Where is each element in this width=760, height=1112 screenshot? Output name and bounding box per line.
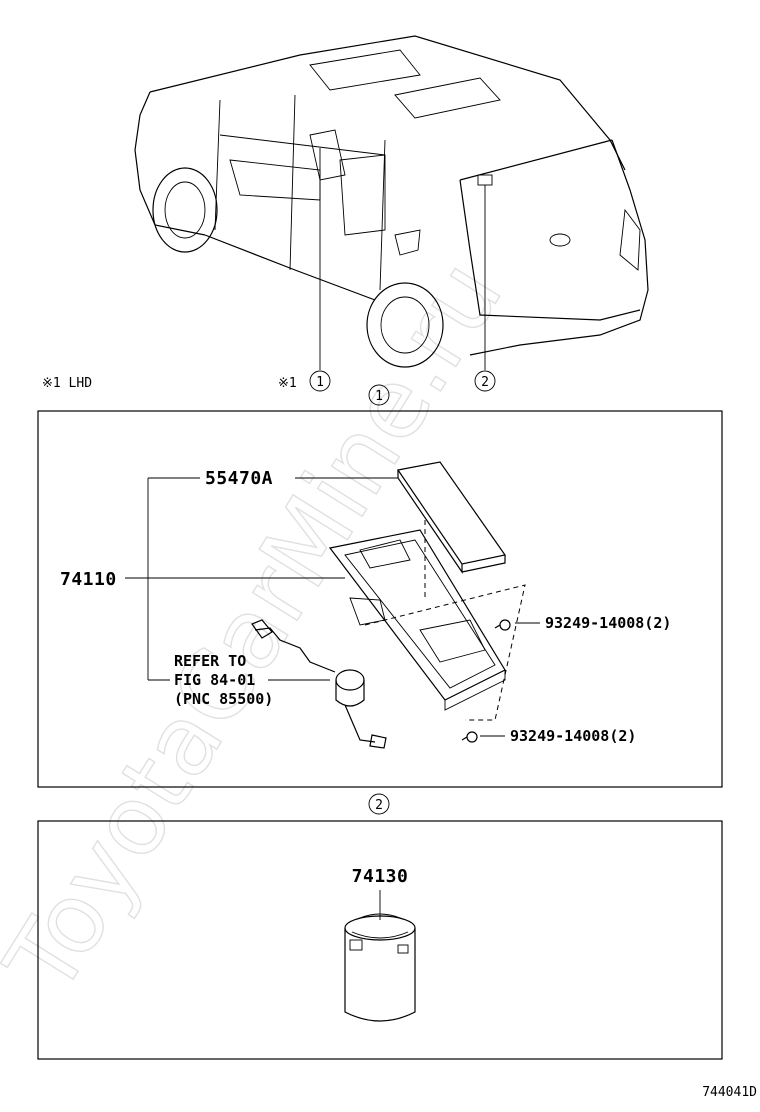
note-lhd: ※1 LHD: [42, 376, 92, 391]
part-55470A-label: 55470A: [205, 468, 273, 489]
callout-circle-1: [309, 370, 331, 392]
box-inner: [344, 539, 496, 689]
b-pillar: [289, 94, 296, 271]
rear-emblem: [549, 233, 571, 247]
screw-lower-shank: [461, 736, 468, 741]
tailgate: [459, 179, 641, 321]
part-74130-label: 74130: [352, 866, 409, 887]
watermark: ToyotaCarMine.ru: [0, 242, 524, 1013]
callout-circle-1-label: 1: [316, 375, 324, 390]
harness-wire: [254, 627, 336, 673]
roof-line: [149, 35, 626, 171]
wire-harness: [251, 619, 387, 749]
alignment-dashes: [364, 584, 526, 721]
section1-circle: [368, 384, 390, 406]
section2-circle: [368, 793, 390, 815]
socket-top: [335, 669, 365, 691]
harness-connector: [251, 619, 273, 639]
screw-lower-label: 93249-14008(2): [510, 727, 636, 745]
callout-circle-2-label: 2: [481, 375, 489, 390]
ref-mark-1: ※1: [278, 376, 297, 391]
rear-wheel-hub: [380, 296, 430, 354]
c-pillar: [379, 139, 386, 291]
rear-seat: [339, 154, 386, 236]
section2-circle-label: 2: [375, 798, 383, 813]
cup-tab-right: [397, 944, 409, 954]
screw-upper: [494, 619, 511, 631]
socket-wire: [344, 704, 376, 743]
cup-body: [344, 928, 416, 1022]
front-wheel-hub: [164, 181, 206, 239]
lid-top: [396, 461, 507, 565]
refer-line3: (PNC 85500): [174, 690, 273, 708]
callout-circle-2: [474, 370, 496, 392]
part-74110-label: 74110: [60, 569, 117, 590]
box-74110: [328, 529, 506, 711]
lid-55470A: [396, 461, 507, 574]
screw-upper-shank: [494, 624, 501, 629]
sunroof-front: [309, 49, 421, 91]
box-tray: [419, 619, 486, 663]
box-bracket: [349, 597, 386, 626]
box-base: [444, 670, 506, 711]
refer-line1: REFER TO: [174, 652, 246, 670]
seat-front: [229, 159, 321, 201]
cup-lid-edge: [359, 913, 401, 919]
section2-box: [37, 820, 723, 1060]
socket-body: [335, 680, 365, 707]
socket-connector: [369, 734, 387, 749]
cup-tab-left: [349, 939, 363, 951]
sill-line: [204, 234, 376, 301]
front-wheel: [152, 167, 218, 253]
console-unit: [309, 129, 346, 181]
cup-inner-rim: [351, 931, 409, 939]
front-outline: [134, 91, 206, 236]
rear-wheel: [366, 282, 444, 368]
rear-lamp: [619, 208, 641, 271]
section1-box: [37, 410, 723, 788]
rear-roof-edge: [459, 139, 613, 181]
leader-bracket: [125, 477, 540, 737]
rear-body: [469, 139, 649, 356]
cup-holder-locator: [477, 174, 493, 186]
screw-lower-head: [466, 731, 478, 743]
screw-upper-label: 93249-14008(2): [545, 614, 671, 632]
lid-side: [397, 470, 463, 574]
box-pocket: [359, 539, 411, 569]
window-line: [219, 134, 386, 156]
sunroof-rear: [394, 77, 501, 119]
refer-line2: FIG 84-01: [174, 671, 255, 689]
fuel-door: [394, 229, 421, 256]
vehicle-illustration: [134, 35, 649, 370]
lid-front: [461, 555, 506, 573]
screw-upper-head: [499, 619, 511, 631]
screw-lower: [461, 731, 478, 743]
figure-code: 744041D: [702, 1085, 757, 1100]
a-pillar: [214, 99, 221, 231]
section1-circle-label: 1: [375, 389, 383, 404]
cup-holder-74130: [344, 913, 416, 1022]
